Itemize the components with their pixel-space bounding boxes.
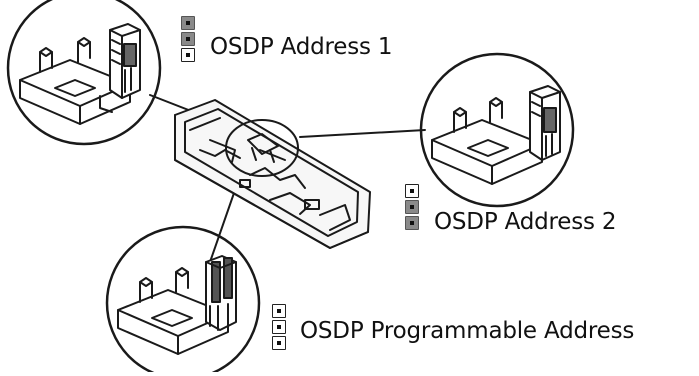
jumper-pin-3 bbox=[272, 336, 286, 350]
callout-programmable bbox=[105, 225, 261, 376]
jumper-indicator-programmable bbox=[272, 304, 288, 352]
reader-housing bbox=[174, 99, 371, 249]
jumper-pin-1 bbox=[405, 184, 419, 198]
callout-address2 bbox=[419, 52, 575, 208]
jumper-pin-3 bbox=[405, 216, 419, 230]
jumper-pin-2 bbox=[405, 200, 419, 214]
label-osdp-programmable-address: OSDP Programmable Address bbox=[300, 318, 635, 344]
label-osdp-address-2: OSDP Address 2 bbox=[434, 209, 617, 235]
leader-line-address2 bbox=[299, 129, 426, 138]
jumper-indicator-address1 bbox=[181, 16, 197, 64]
jumper-pin-2 bbox=[272, 320, 286, 334]
label-osdp-address-1: OSDP Address 1 bbox=[210, 34, 393, 60]
jumper-pin-3 bbox=[181, 48, 195, 62]
jumper-pin-1 bbox=[181, 16, 195, 30]
callout-address1 bbox=[6, 0, 162, 146]
jumper-indicator-address2 bbox=[405, 184, 421, 232]
jumper-pin-2 bbox=[181, 32, 195, 46]
jumper-pin-1 bbox=[272, 304, 286, 318]
